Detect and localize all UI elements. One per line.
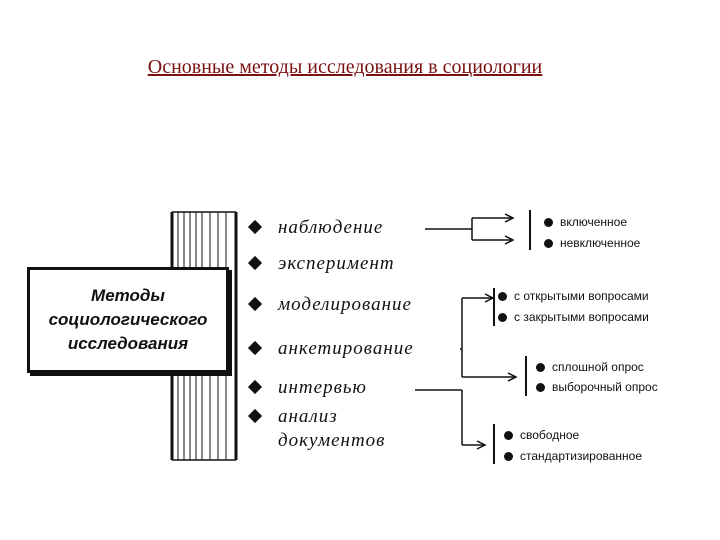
survey-type-sample: выборочный опрос bbox=[536, 379, 658, 395]
dot-bullet-icon bbox=[498, 292, 507, 301]
questionnaire-type-open: с открытыми вопросами bbox=[498, 288, 649, 304]
method-label: интервью bbox=[278, 377, 367, 398]
method-label-cont: документов bbox=[278, 430, 386, 451]
method-label: эксперимент bbox=[278, 253, 395, 274]
interview-type-standardized: стандартизированное bbox=[504, 448, 642, 464]
dot-bullet-icon bbox=[498, 313, 507, 322]
survey-type-full: сплошной опрос bbox=[536, 359, 644, 375]
method-label: анализ bbox=[278, 406, 338, 427]
dot-bullet-icon bbox=[504, 431, 513, 440]
questionnaire-type-closed: с закрытыми вопросами bbox=[498, 309, 649, 325]
dot-bullet-icon bbox=[536, 363, 545, 372]
dot-bullet-icon bbox=[504, 452, 513, 461]
interview-type-free: свободное bbox=[504, 427, 579, 443]
observation-type-included: включенное bbox=[544, 214, 627, 230]
main-box-line1: Методы bbox=[91, 286, 165, 305]
main-box-line3: исследования bbox=[67, 334, 189, 353]
observation-type-not-included: невключенное bbox=[544, 235, 640, 251]
main-concept-box: Методы социологического исследования bbox=[27, 267, 229, 373]
method-label: моделирование bbox=[278, 294, 412, 315]
method-label: анкетирование bbox=[278, 338, 414, 359]
page-title: Основные методы исследования в социологи… bbox=[147, 56, 543, 78]
dot-bullet-icon bbox=[536, 383, 545, 392]
main-box-line2: социологического bbox=[48, 310, 208, 329]
method-label: наблюдение bbox=[278, 217, 384, 238]
dot-bullet-icon bbox=[544, 239, 553, 248]
dot-bullet-icon bbox=[544, 218, 553, 227]
